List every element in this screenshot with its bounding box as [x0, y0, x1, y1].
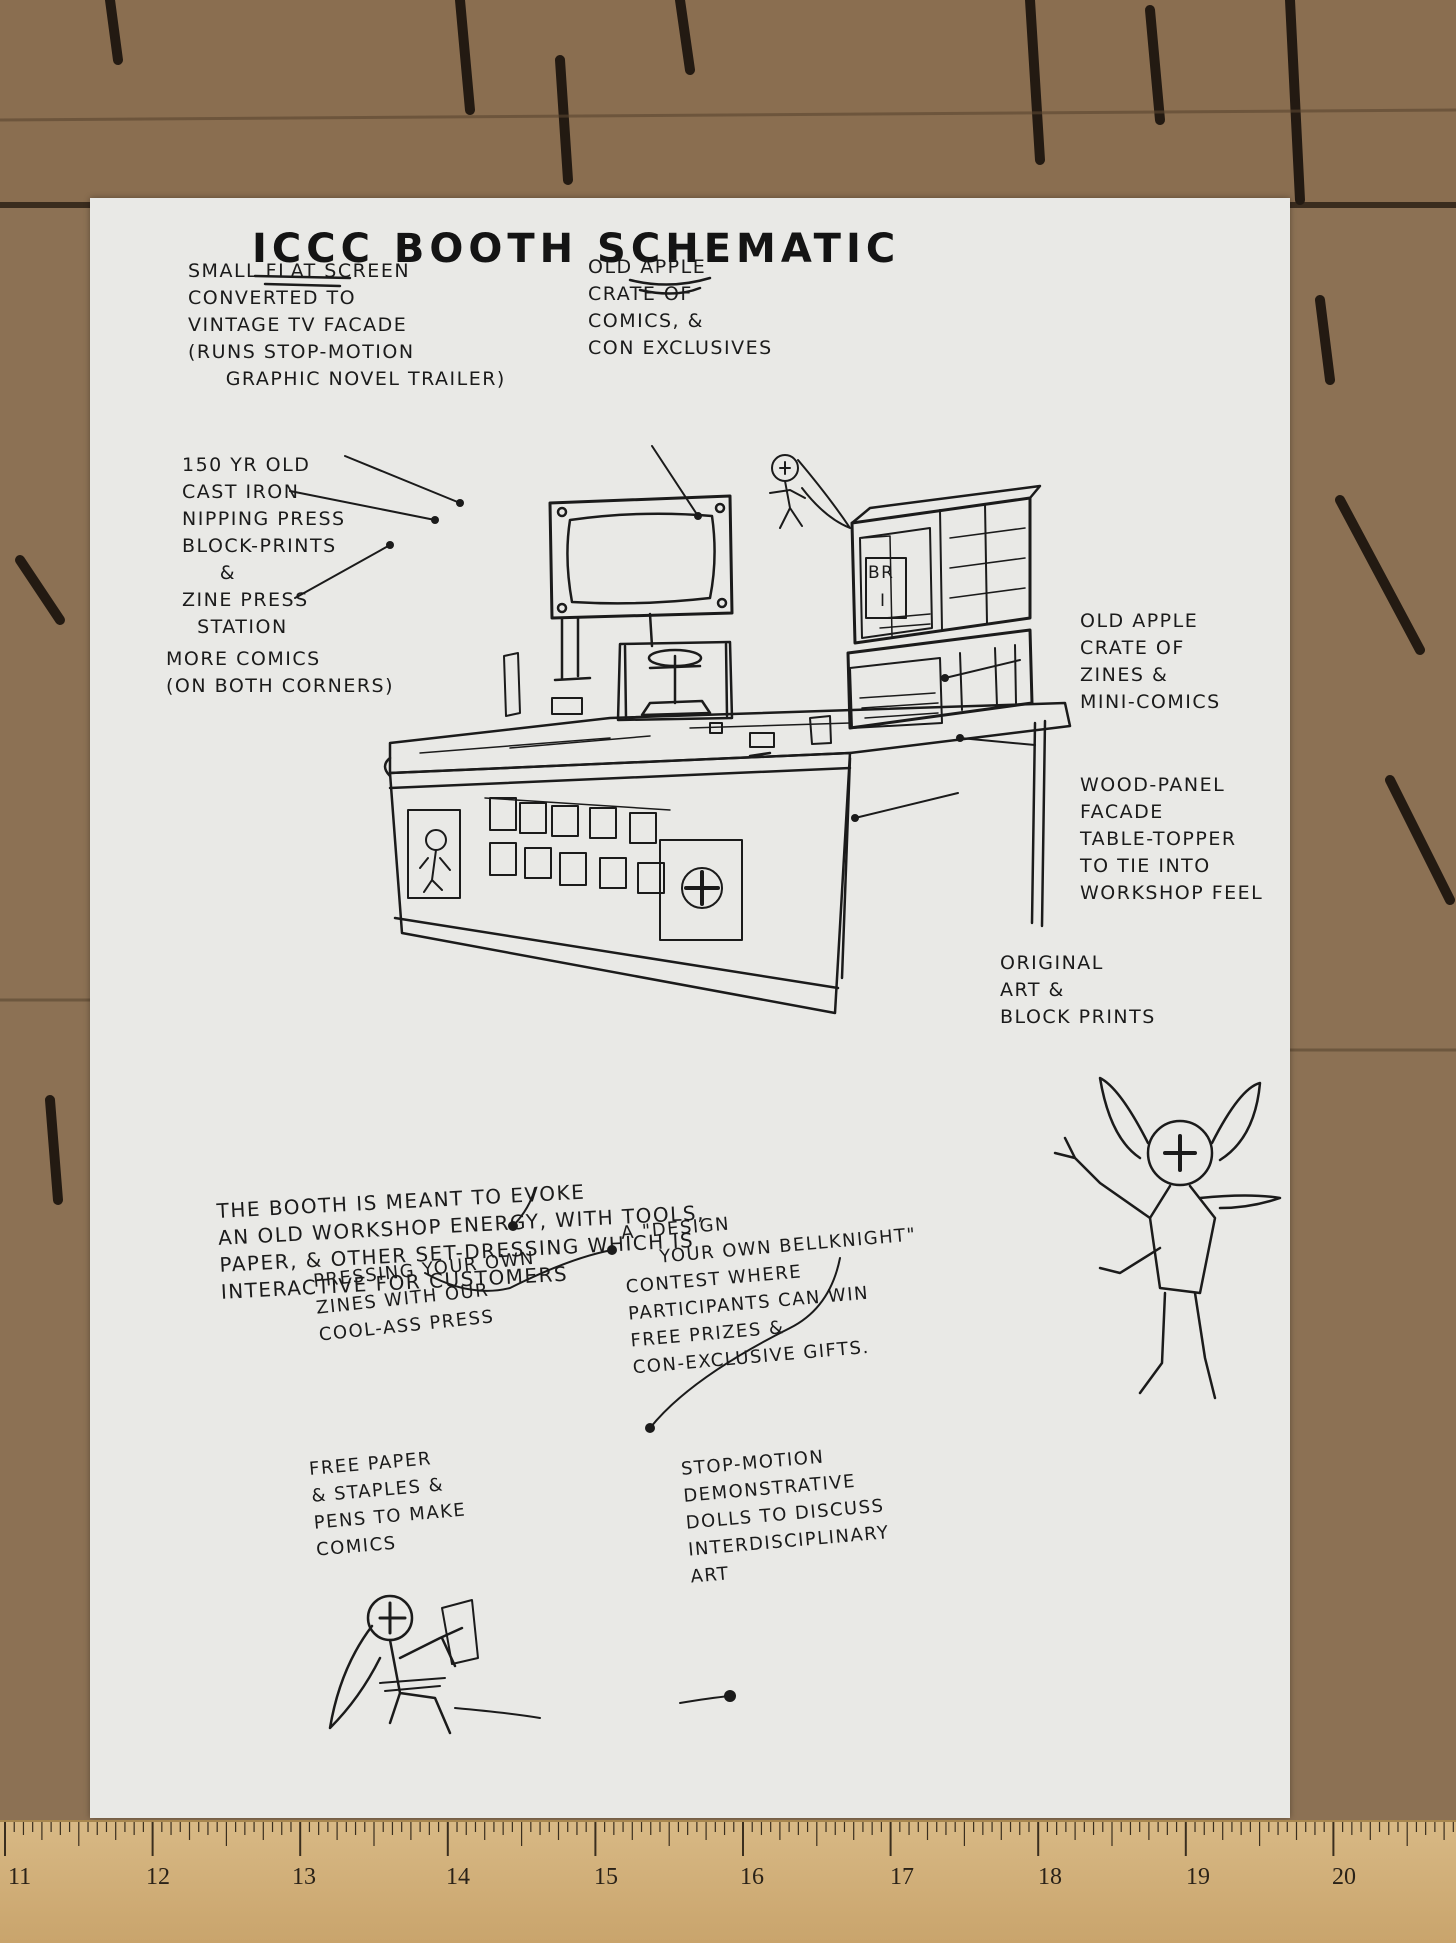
sketch-paper: ICCC BOOTH SCHEMATIC SMALL FLAT SCREEN C… [90, 198, 1290, 1818]
callout-crate-comics: OLD APPLE CRATE of COMICS, & CON EXCLUSI… [588, 256, 773, 359]
vintage-tv [548, 494, 734, 682]
callout-original-art: ORIGINAL ART & BLOCK PRINTS [1000, 952, 1156, 1028]
title-underline [253, 274, 712, 295]
corner-art-print [659, 839, 743, 941]
note-stop-motion: STOP-MOTION DEMONSTRATIVE DOLLS TO DISCU… [680, 1446, 891, 1588]
leader-dots [386, 499, 964, 1702]
callout-tv: SMALL FLAT SCREEN CONVERTED TO VINTAGE T… [188, 260, 506, 390]
booth-sketch [253, 274, 1282, 1735]
callout-crate-zines: OLD APPLE CRATE of ZINES & MINI-COMICS [1080, 610, 1221, 713]
callout-press: 150 YR OLD CAST IRON NIPPING PRESS BLOCK… [182, 454, 346, 638]
ruler-number: 19 [1186, 1864, 1210, 1890]
booth-table [383, 701, 1072, 1015]
knight-doodle-small [769, 454, 851, 529]
ruler-number: 17 [890, 1864, 914, 1890]
callout-more-comics: MORE COMICS (ON BOTH CORNERS) [166, 648, 395, 697]
ruler-number: 15 [594, 1864, 618, 1890]
ruler-ticks [4, 1822, 1454, 1856]
ruler-number: 11 [8, 1864, 32, 1890]
wood-panel-facade [388, 751, 852, 1015]
note-design-contest: A "DESIGN YOUR OWN BELLKNIGHT" CONTEST W… [620, 1213, 918, 1379]
ruler: 11 12 13 14 15 16 17 18 19 20 [0, 1820, 1456, 1943]
knight-doodle-sitting [328, 1594, 479, 1735]
leader-lines [289, 445, 1036, 1719]
corner-comic-poster [407, 809, 461, 899]
ruler-number: 18 [1038, 1864, 1062, 1890]
knight-doodle-large [1053, 1076, 1282, 1400]
crate-label-top: BR [868, 563, 895, 583]
ruler-number: 14 [446, 1864, 470, 1890]
ruler-number: 13 [292, 1864, 316, 1890]
ruler-number: 20 [1332, 1864, 1356, 1890]
callout-wood-panel: WOOD-PANEL FACADE TABLE-TOPPER TO TIE IN… [1080, 774, 1264, 904]
apple-crate-comics [850, 484, 1042, 645]
ruler-number: 16 [740, 1864, 764, 1890]
hanging-comics [484, 797, 671, 894]
page-title: ICCC BOOTH SCHEMATIC [252, 226, 901, 272]
note-free-paper: FREE PAPER & STAPLES & PENS TO MAKE COMI… [308, 1448, 467, 1561]
apple-crate-zines [846, 628, 1034, 730]
ruler-number: 12 [146, 1864, 170, 1890]
crate-label-bottom: I [880, 591, 887, 611]
table-props [503, 652, 832, 748]
nipping-press [616, 640, 734, 722]
